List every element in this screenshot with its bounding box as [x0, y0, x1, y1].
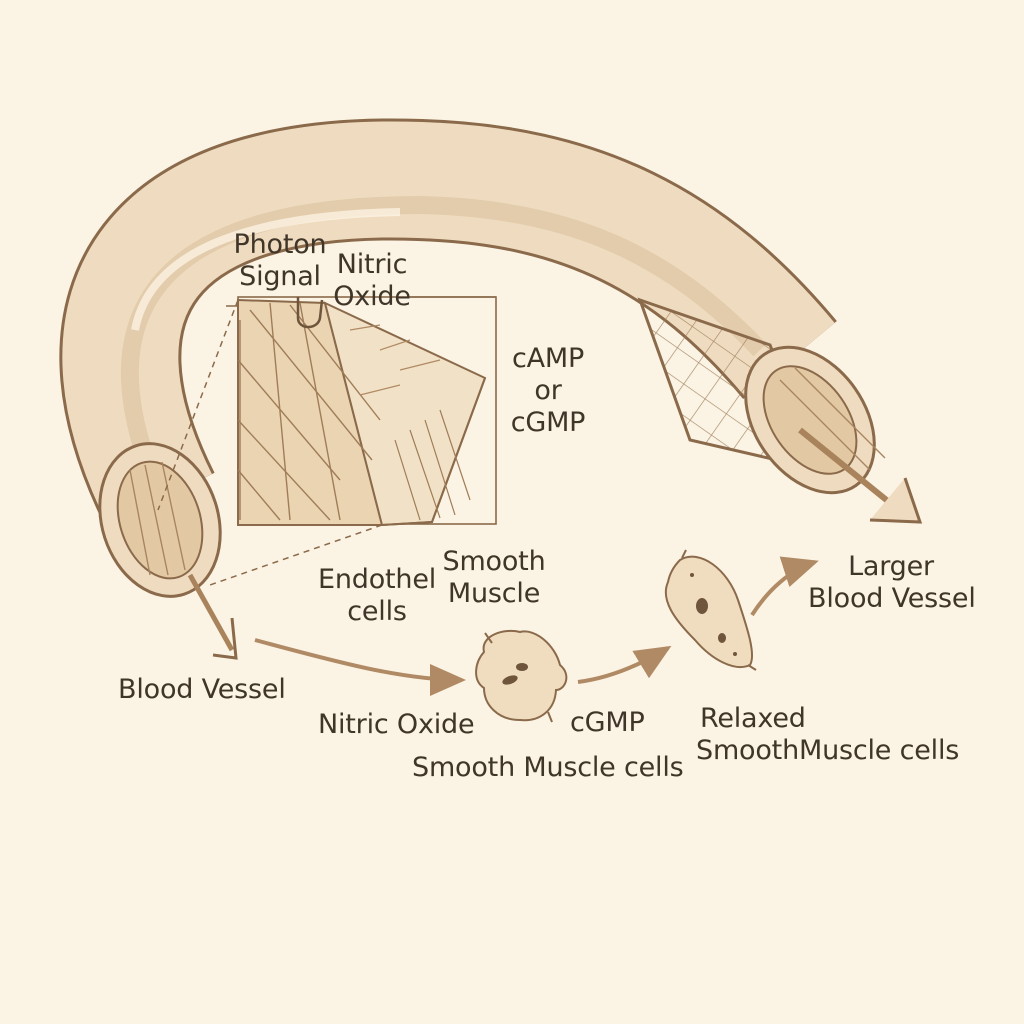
label-larger-line1: Larger	[848, 551, 934, 582]
zoom-guide-lines	[157, 299, 383, 586]
label-endothel-line1: Endothel	[318, 564, 437, 595]
curved-blood-vessel	[59, 118, 837, 528]
label-camp-cgmp: cAMP or cGMP	[500, 343, 596, 439]
label-blood-vessel: Blood Vessel	[118, 674, 286, 705]
label-or-line: or	[534, 375, 562, 406]
label-photon-signal: Photon Signal	[226, 229, 334, 293]
tissue-inset	[226, 296, 497, 527]
label-smooth-muscle: Smooth Muscle	[440, 546, 548, 610]
label-nitric-oxide-top-line2: Oxide	[333, 281, 411, 312]
label-nitric-oxide-top-line1: Nitric	[336, 249, 408, 280]
label-relaxed-line1: Relaxed	[700, 703, 806, 734]
label-cgmp-line: cGMP	[510, 407, 586, 438]
relaxed-smooth-muscle-cell	[664, 549, 757, 671]
label-camp-line: cAMP	[511, 343, 585, 374]
label-relaxed-smooth-muscle-cells: Relaxed SmoothMuscle cells	[696, 703, 959, 767]
label-endothel-cells: Endothel cells	[318, 564, 436, 628]
left-vessel-opening	[98, 442, 222, 598]
label-relaxed-line2: SmoothMuscle cells	[696, 735, 960, 766]
label-smooth-muscle-line1: Smooth	[442, 546, 546, 577]
label-larger-line2: Blood Vessel	[808, 583, 976, 614]
label-smooth-muscle-line2: Muscle	[447, 578, 541, 609]
flow-arrows	[187, 427, 923, 696]
label-photon-signal-line2: Signal	[239, 261, 321, 292]
label-nitric-oxide-top: Nitric Oxide	[332, 249, 412, 313]
label-photon-signal-line1: Photon	[233, 229, 327, 260]
label-nitric-oxide-bottom: Nitric Oxide	[318, 709, 475, 740]
smooth-muscle-cell-round	[475, 630, 568, 723]
label-endothel-line2: cells	[347, 596, 407, 627]
label-larger-blood-vessel: Larger Blood Vessel	[808, 551, 976, 615]
label-cgmp: cGMP	[570, 707, 645, 738]
label-smooth-muscle-cells: Smooth Muscle cells	[412, 752, 684, 783]
right-vessel-opening	[637, 297, 886, 495]
